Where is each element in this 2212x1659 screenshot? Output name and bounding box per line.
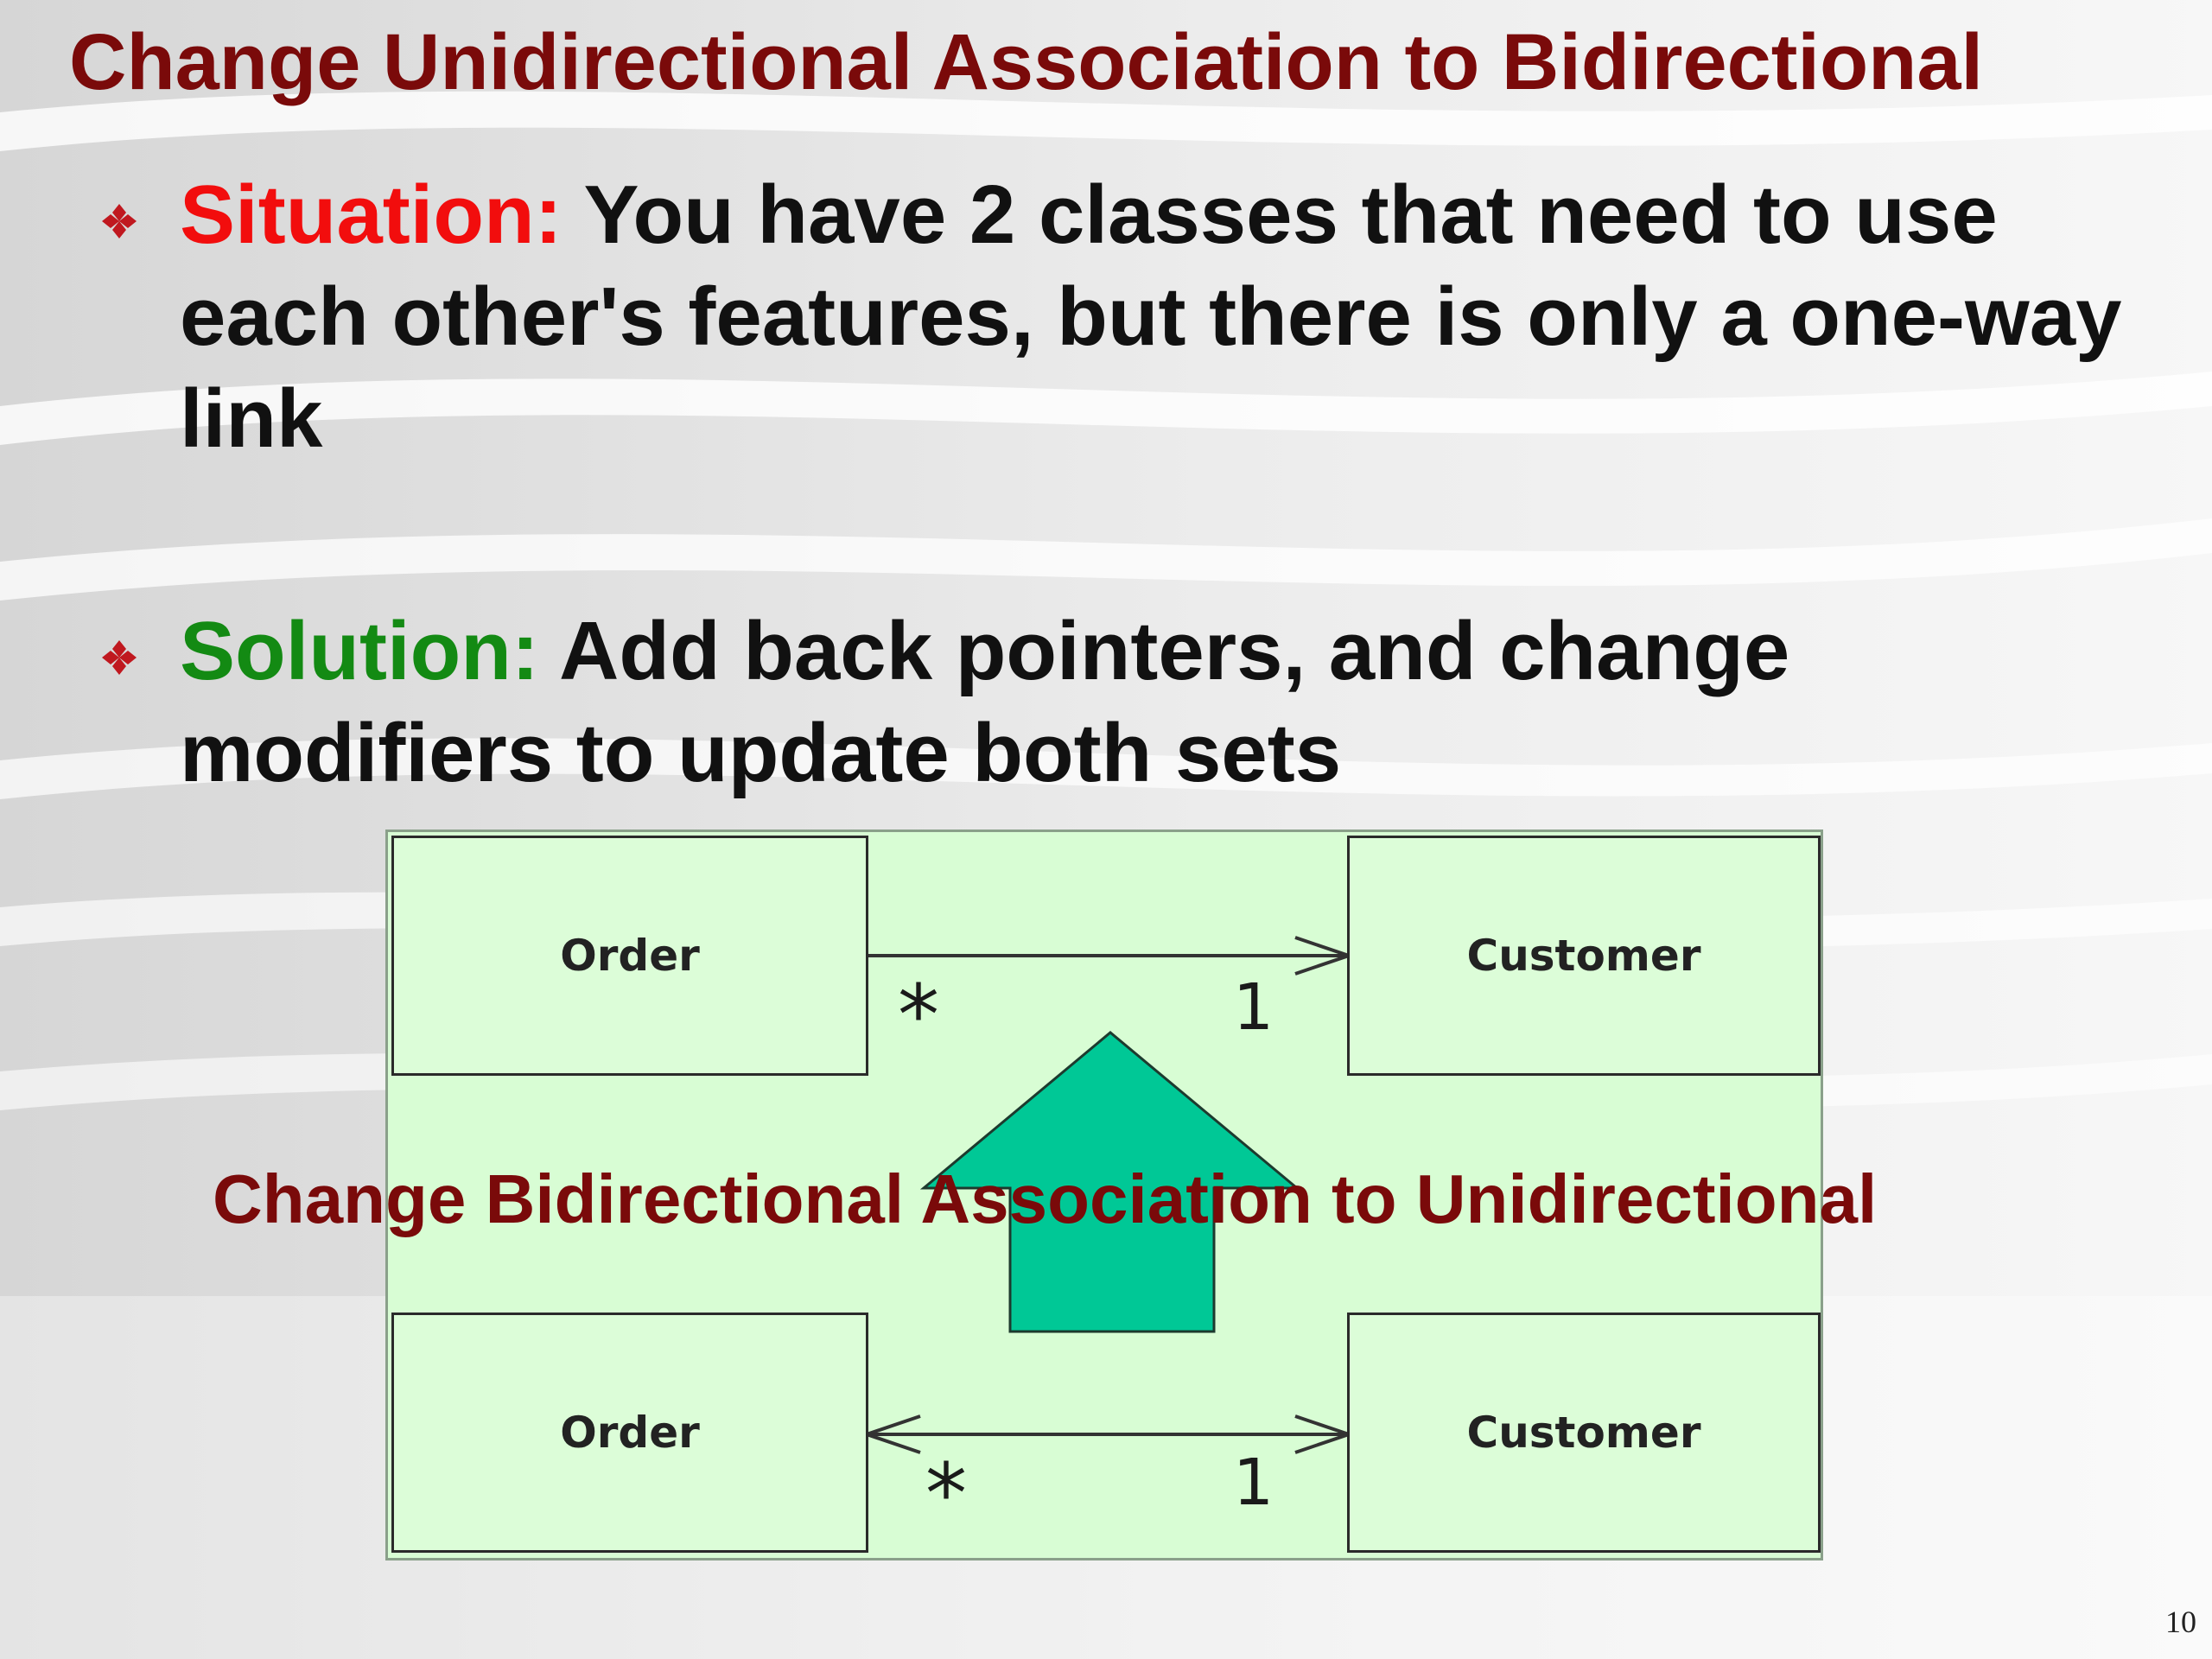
uml-diagram: Order Customer Order Customer * 1 * 1 (385, 830, 1823, 1560)
top-left-multiplicity: * (898, 967, 939, 1064)
bottom-order-class: Order (391, 1313, 868, 1553)
bottom-right-multiplicity: 1 (1233, 1446, 1274, 1520)
bullet-solution: Solution: Add back pointers, and change … (95, 601, 2126, 804)
up-arrow-icon (919, 1031, 1301, 1333)
bottom-left-multiplicity: * (925, 1446, 967, 1542)
slide-title: Change Unidirectional Association to Bid… (69, 18, 1984, 106)
bottom-customer-class: Customer (1347, 1313, 1821, 1553)
solution-label: Solution: (180, 605, 539, 697)
top-order-class: Order (391, 836, 868, 1076)
situation-text: You have 2 classes that need to use each… (180, 168, 2122, 465)
top-customer-class: Customer (1347, 836, 1821, 1076)
overlay-caption: Change Bidirectional Association to Unid… (213, 1160, 1878, 1237)
association-lines (861, 936, 1355, 1454)
page-number: 10 (2165, 1605, 2196, 1639)
solution-text: Add back pointers, and change modifiers … (180, 605, 1790, 799)
bullet-situation: Situation: You have 2 classes that need … (95, 164, 2126, 470)
situation-label: Situation: (180, 168, 563, 261)
diamond-bullet-icon (102, 204, 137, 238)
diamond-bullet-icon (102, 640, 137, 675)
top-right-multiplicity: 1 (1233, 970, 1274, 1045)
